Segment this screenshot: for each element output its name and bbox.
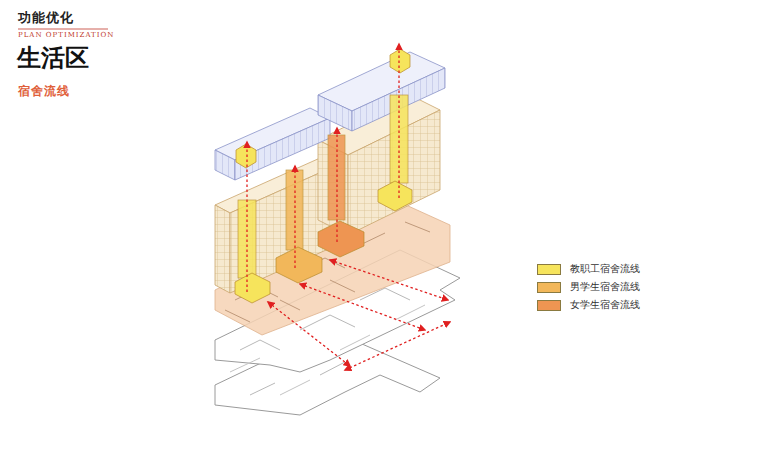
title-rule: [18, 29, 108, 30]
legend-swatch: [537, 282, 561, 293]
legend-text: 女学生宿舍流线: [570, 298, 640, 312]
dormitory-blocks: [215, 95, 440, 293]
section-label: 功能优化: [18, 9, 74, 27]
vertical-cores: [235, 49, 412, 303]
legend-swatch: [537, 300, 561, 311]
flow-arrows: [247, 44, 450, 370]
legend-text: 男学生宿舍流线: [570, 280, 640, 294]
english-subtitle: PLAN OPTIMIZATION: [18, 31, 114, 39]
legend-text: 教职工宿舍流线: [570, 262, 640, 276]
legend-swatch: [537, 264, 561, 275]
page-title: 生活区: [17, 44, 89, 72]
subsection-label: 宿舍流线: [18, 83, 70, 100]
